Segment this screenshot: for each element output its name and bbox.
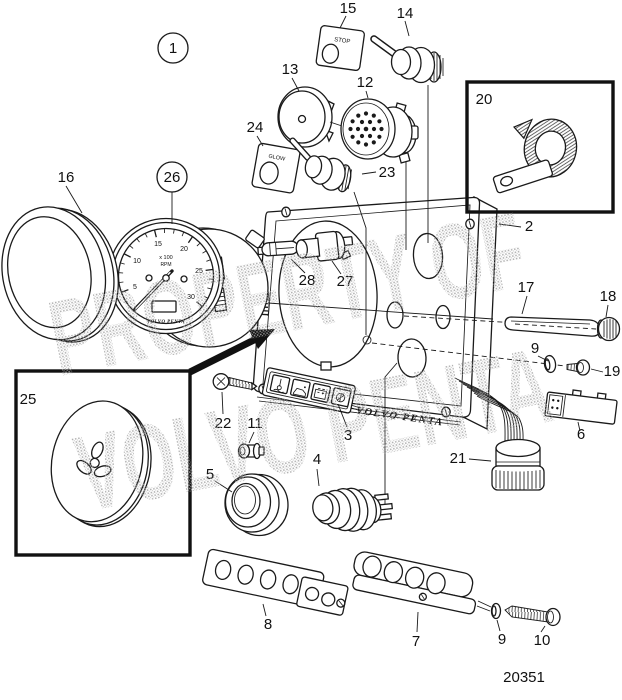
callout-25: 25 <box>20 391 37 408</box>
callout-5: 5 <box>206 466 214 483</box>
gauge-minor-ticks <box>119 228 213 299</box>
insert-direction-arrow <box>188 329 275 376</box>
wiring-harness <box>454 377 545 491</box>
callout-8: 8 <box>264 616 272 633</box>
callout-23: 23 <box>379 164 396 181</box>
callout-26: 26 <box>156 161 188 224</box>
washer-bottom <box>490 602 502 620</box>
callout-9r: 9 <box>531 340 539 357</box>
terminal-strip-7 <box>352 551 477 615</box>
washer-right <box>543 354 557 374</box>
gauge-brand: VOLVO PENTA <box>147 320 185 325</box>
callout-27: 27 <box>337 273 354 290</box>
callout-20: 20 <box>476 91 493 108</box>
callout-1: 1 <box>157 32 189 64</box>
callout-14: 14 <box>397 5 414 22</box>
callout-4: 4 <box>313 451 321 468</box>
gauge-unit: RPM <box>160 262 171 268</box>
scale-15: 15 <box>154 241 162 248</box>
scale-25: 25 <box>195 268 203 275</box>
propeller-icon <box>76 441 112 478</box>
callout-17: 17 <box>518 279 535 296</box>
callout-21: 21 <box>450 450 467 467</box>
svg-text:1: 1 <box>169 40 177 57</box>
buzzer <box>340 98 419 164</box>
callouts: 1 26 15 14 13 12 24 23 16 2 17 18 9 19 6… <box>58 0 621 650</box>
callout-7: 7 <box>412 633 420 650</box>
glow-indicator-icon <box>335 393 346 403</box>
stop-plate-text: STOP <box>334 37 351 45</box>
callout-13: 13 <box>282 61 299 78</box>
callout-2: 2 <box>525 218 533 235</box>
callout-24: 24 <box>247 119 264 136</box>
gauge-multiplier: x 100 <box>159 255 172 261</box>
gauge-needle <box>132 269 174 312</box>
callout-15: 15 <box>340 0 357 17</box>
callout-22: 22 <box>215 415 232 432</box>
terminal-strip-8 <box>202 548 349 616</box>
callout-28: 28 <box>299 272 316 289</box>
small-hole <box>386 301 404 329</box>
screw-10 <box>504 605 561 627</box>
callout-9b: 9 <box>498 631 506 648</box>
connector-block <box>544 389 618 425</box>
screw-hole <box>362 335 372 345</box>
glow-label-plate: GLOW <box>251 142 301 194</box>
callout-3: 3 <box>344 427 352 444</box>
screw-19 <box>566 359 591 376</box>
small-hole <box>435 304 451 330</box>
cable-clamp-box: 20 <box>465 80 615 214</box>
tachometer: 5 10 15 20 25 30 x 100 RPM VOLVO PENTA <box>107 217 269 348</box>
buzzer-holes <box>348 111 384 147</box>
gauge-lcd-window <box>151 300 177 313</box>
callout-18: 18 <box>600 288 617 305</box>
coolant-temp-icon <box>273 378 284 393</box>
callout-10: 10 <box>534 632 551 649</box>
blank-disc <box>50 400 152 528</box>
gauge-hole <box>278 220 378 368</box>
button-hole <box>397 338 427 378</box>
callout-6: 6 <box>577 426 585 443</box>
bulb-holder <box>295 230 354 262</box>
callout-12: 12 <box>357 74 374 91</box>
gauge-rear-stub <box>245 229 265 249</box>
gauge-bezel-ring <box>1 206 119 343</box>
tapping-screw <box>212 373 258 391</box>
scale-30: 30 <box>187 294 195 301</box>
blank-cap <box>277 86 343 148</box>
toggle-switch-14 <box>370 35 444 84</box>
gauge-hole-notch <box>320 361 332 371</box>
warning-light-cluster <box>261 367 356 414</box>
blank-disc-box: 25 <box>14 369 192 557</box>
cable-clamp <box>492 118 578 194</box>
glow-plate-text: GLOW <box>268 154 286 163</box>
toggle-switch-23 <box>289 137 352 193</box>
battery-icon <box>313 387 327 400</box>
scale-10: 10 <box>133 258 141 265</box>
oil-pressure-icon <box>292 386 307 398</box>
switch-hole <box>412 232 444 280</box>
svg-text:26: 26 <box>164 169 181 186</box>
fastener-11 <box>237 442 265 460</box>
gauge-major-ticks <box>121 230 213 307</box>
callout-16: 16 <box>58 169 75 186</box>
stop-label-plate: STOP <box>315 25 365 72</box>
knurled-knob <box>596 316 621 342</box>
scale-5: 5 <box>133 284 137 291</box>
callout-19: 19 <box>604 363 621 380</box>
rubber-boot <box>224 473 289 537</box>
scale-20: 20 <box>180 246 188 253</box>
drawing-number: 20351 <box>503 669 545 686</box>
push-button-switch <box>312 487 394 532</box>
multi-pin-connector <box>491 438 545 491</box>
callout-11: 11 <box>247 415 263 432</box>
